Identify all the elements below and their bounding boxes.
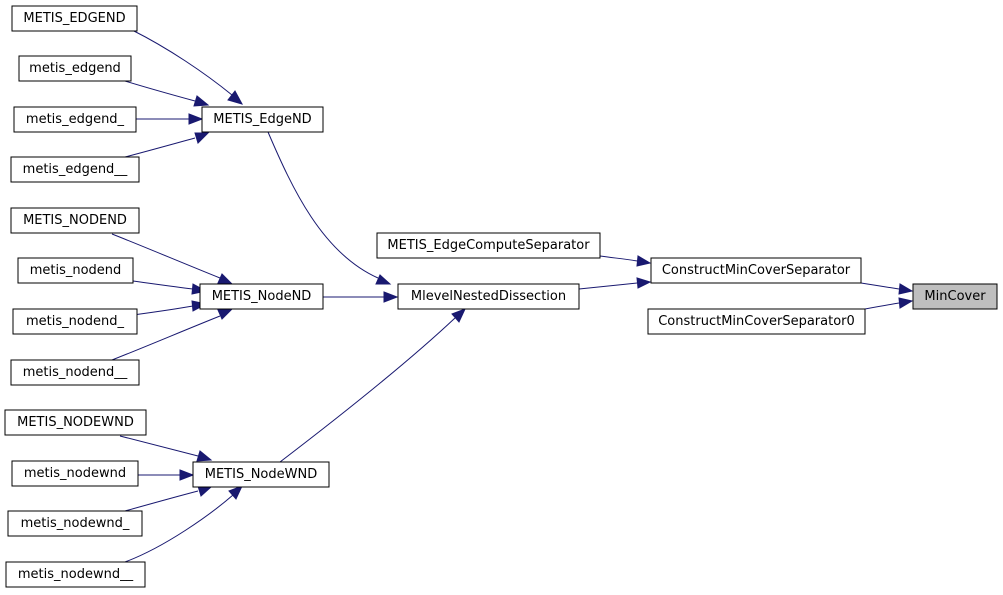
node-label: metis_nodewnd — [24, 466, 126, 481]
node-metis-edgend[interactable]: METIS_EdgeND — [201, 106, 324, 133]
node-metis-nodewnd-lower[interactable]: metis_nodewnd — [11, 460, 139, 487]
edge-constructmincoverseparator-to-mincover — [860, 282, 914, 295]
node-label: metis_nodend_ — [26, 314, 125, 329]
edge-metis-nodend-to-mlevelnesteddissection — [323, 291, 399, 303]
node-metis-nodewnd-double-underscore[interactable]: metis_nodewnd__ — [5, 561, 146, 588]
nodes: METIS_EDGEND metis_edgend metis_edgend_ … — [4, 5, 998, 588]
edge-metis-nodend-double-underscore-to-metis-nodend — [111, 308, 234, 361]
node-constructmincoverseparator[interactable]: ConstructMinCoverSeparator — [650, 257, 862, 284]
node-metis-nodewnd-upper[interactable]: METIS_NODEWND — [4, 409, 147, 436]
edges — [111, 29, 914, 563]
edge-metis-nodewnd-lower-to-metis-nodewnd — [138, 469, 195, 481]
edge-metis-edgend-lower-to-metis-edgend — [124, 80, 210, 107]
edge-metis-nodewnd-underscore-to-metis-nodewnd — [124, 485, 213, 512]
edge-metis-edgend-underscore-to-metis-edgend — [136, 113, 204, 125]
edge-mlevelnesteddissection-to-constructmincoverseparator — [578, 277, 652, 290]
edge-metis-nodewnd-to-mlevelnesteddissection — [279, 308, 466, 463]
node-metis-nodend-upper[interactable]: METIS_NODEND — [10, 207, 140, 234]
edge-metis-edgend-to-mlevelnesteddissection — [267, 131, 392, 285]
node-label: metis_edgend__ — [23, 162, 128, 177]
node-label: metis_edgend_ — [26, 112, 125, 127]
edge-metis-nodend-upper-to-metis-nodend — [111, 233, 234, 285]
node-label: metis_nodewnd_ — [21, 516, 130, 531]
node-label: MlevelNestedDissection — [411, 289, 566, 304]
edge-constructmincoverseparator0-to-mincover — [864, 297, 914, 310]
edge-metis-nodewnd-double-underscore-to-metis-nodewnd — [124, 485, 243, 563]
node-label: metis_nodend__ — [23, 365, 128, 380]
edge-metis-nodewnd-upper-to-metis-nodewnd — [119, 435, 213, 462]
node-label: ConstructMinCoverSeparator — [662, 263, 851, 278]
node-label: MinCover — [924, 289, 986, 304]
node-label: metis_edgend — [29, 61, 121, 76]
node-metis-nodend[interactable]: METIS_NodeND — [199, 283, 324, 310]
node-metis-nodewnd[interactable]: METIS_NodeWND — [192, 461, 330, 488]
node-mincover[interactable]: MinCover — [912, 283, 998, 310]
node-label: METIS_NODEWND — [17, 415, 134, 430]
node-metis-edgend-underscore[interactable]: metis_edgend_ — [13, 106, 137, 133]
node-metis-nodewnd-underscore[interactable]: metis_nodewnd_ — [7, 510, 143, 537]
node-metis-nodend-lower[interactable]: metis_nodend — [17, 257, 134, 284]
node-label: metis_nodewnd__ — [18, 567, 134, 582]
node-label: METIS_NodeWND — [205, 467, 317, 482]
node-label: METIS_NODEND — [23, 213, 127, 228]
edge-metis-nodend-underscore-to-metis-nodend — [132, 300, 208, 316]
node-metis-nodend-double-underscore[interactable]: metis_nodend__ — [10, 359, 140, 386]
node-label: ConstructMinCoverSeparator0 — [658, 314, 855, 329]
edge-metis-edgend-upper-to-metis-edgend — [131, 29, 244, 105]
node-mlevelnesteddissection[interactable]: MlevelNestedDissection — [397, 283, 580, 310]
node-metis-edgend-lower[interactable]: metis_edgend — [18, 55, 132, 82]
node-label: METIS_NodeND — [212, 289, 312, 304]
edge-metis-edgecomputeseparator-to-constructmincoverseparator — [599, 255, 652, 267]
node-constructmincoverseparator0[interactable]: ConstructMinCoverSeparator0 — [647, 308, 866, 335]
node-label: METIS_EDGEND — [23, 11, 125, 26]
node-label: METIS_EdgeComputeSeparator — [387, 238, 590, 253]
node-metis-edgend-upper[interactable]: METIS_EDGEND — [11, 5, 138, 32]
node-label: metis_nodend — [30, 263, 122, 278]
node-metis-edgend-double-underscore[interactable]: metis_edgend__ — [10, 156, 140, 183]
node-label: METIS_EdgeND — [213, 112, 311, 127]
node-metis-edgecomputeseparator[interactable]: METIS_EdgeComputeSeparator — [376, 232, 601, 259]
edge-metis-edgend-double-underscore-to-metis-edgend — [124, 132, 210, 158]
node-metis-nodend-underscore[interactable]: metis_nodend_ — [12, 308, 138, 335]
edge-metis-nodend-lower-to-metis-nodend — [132, 280, 208, 295]
